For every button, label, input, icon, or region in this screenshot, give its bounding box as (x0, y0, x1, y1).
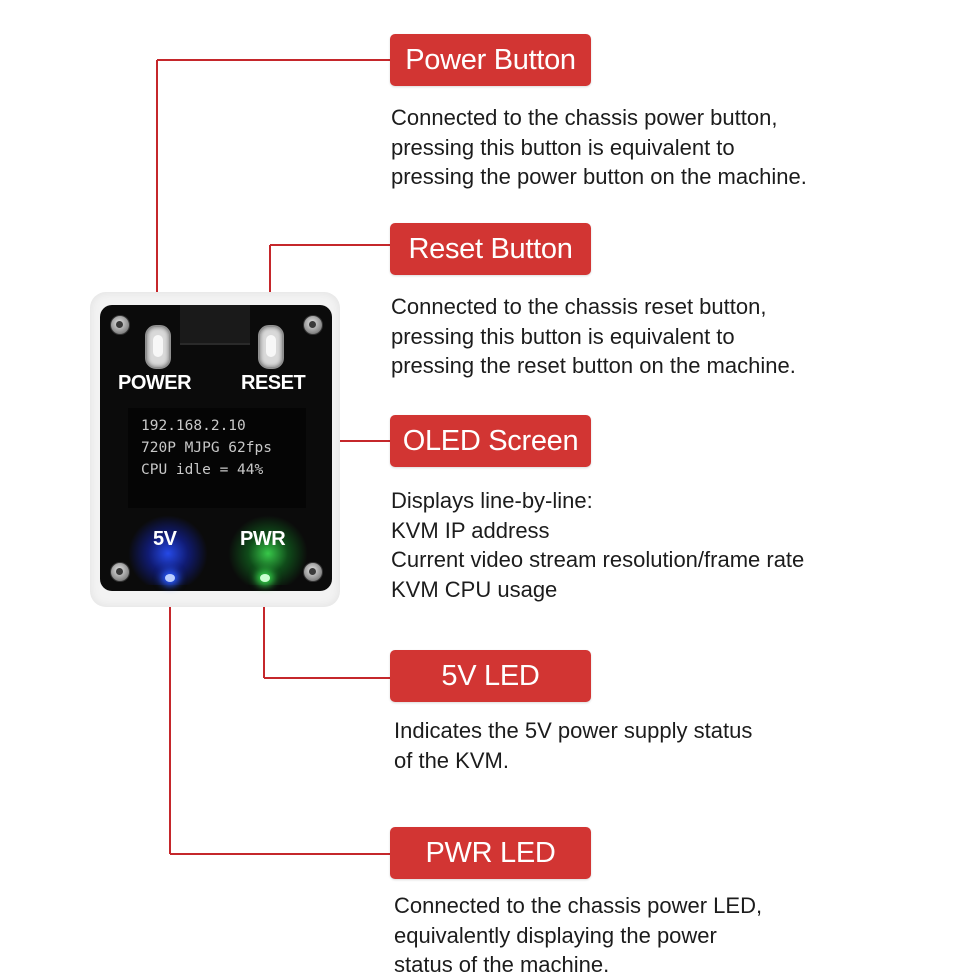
pwr-text: PWR (240, 528, 286, 550)
description-line: Connected to the chassis power LED, (394, 893, 763, 918)
screw-icon (110, 562, 130, 582)
connector-block (180, 305, 250, 345)
description-line: status of the machine. (394, 952, 610, 977)
description-line: pressing this button is equivalent to (391, 134, 735, 160)
5v-led-label: 5V LED (390, 650, 591, 702)
reset-button-hole (258, 325, 284, 369)
reset-button-description: Connected to the chassis reset button, p… (391, 292, 796, 381)
reset-button-label: Reset Button (390, 223, 591, 275)
screw-icon (110, 315, 130, 335)
description-line: KVM CPU usage (391, 576, 558, 602)
description-line: Connected to the chassis reset button, (391, 294, 767, 319)
pwr-led-icon (260, 574, 270, 582)
oled-screen-description: Displays line-by-line: KVM IP address Cu… (391, 486, 804, 604)
description-line: equivalently displaying the power (394, 922, 717, 948)
oled-line-ip: 192.168.2.10 (141, 418, 246, 434)
power-button-label: Power Button (390, 34, 591, 86)
pwr-led-glow (228, 515, 308, 585)
screw-icon (303, 315, 323, 335)
description-line: KVM IP address (391, 517, 550, 543)
5v-led-icon (165, 574, 175, 582)
description-line: Indicates the 5V power supply status (394, 718, 753, 743)
5v-text: 5V (153, 528, 177, 550)
description-line: pressing the reset button on the machine… (391, 353, 796, 378)
power-text: POWER (118, 372, 192, 394)
oled-screen (128, 408, 306, 508)
description-line: Connected to the chassis power button, (391, 105, 778, 130)
pwr-led-label: PWR LED (390, 827, 591, 879)
power-button-hole (145, 325, 171, 369)
description-line: of the KVM. (394, 747, 509, 773)
oled-line-video: 720P MJPG 62fps (141, 440, 272, 456)
power-button-description: Connected to the chassis power button, p… (391, 103, 807, 192)
5v-led-glow (128, 515, 208, 585)
oled-screen-label: OLED Screen (390, 415, 591, 467)
description-line: pressing the power button on the machine… (391, 164, 807, 189)
description-line: pressing this button is equivalent to (391, 323, 735, 349)
description-line: Displays line-by-line: (391, 488, 593, 513)
5v-led-description: Indicates the 5V power supply status of … (394, 716, 752, 775)
oled-line-cpu: CPU idle = 44% (141, 462, 264, 478)
pwr-led-description: Connected to the chassis power LED, equi… (394, 891, 762, 980)
description-line: Current video stream resolution/frame ra… (391, 547, 805, 572)
reset-text: RESET (241, 372, 306, 394)
